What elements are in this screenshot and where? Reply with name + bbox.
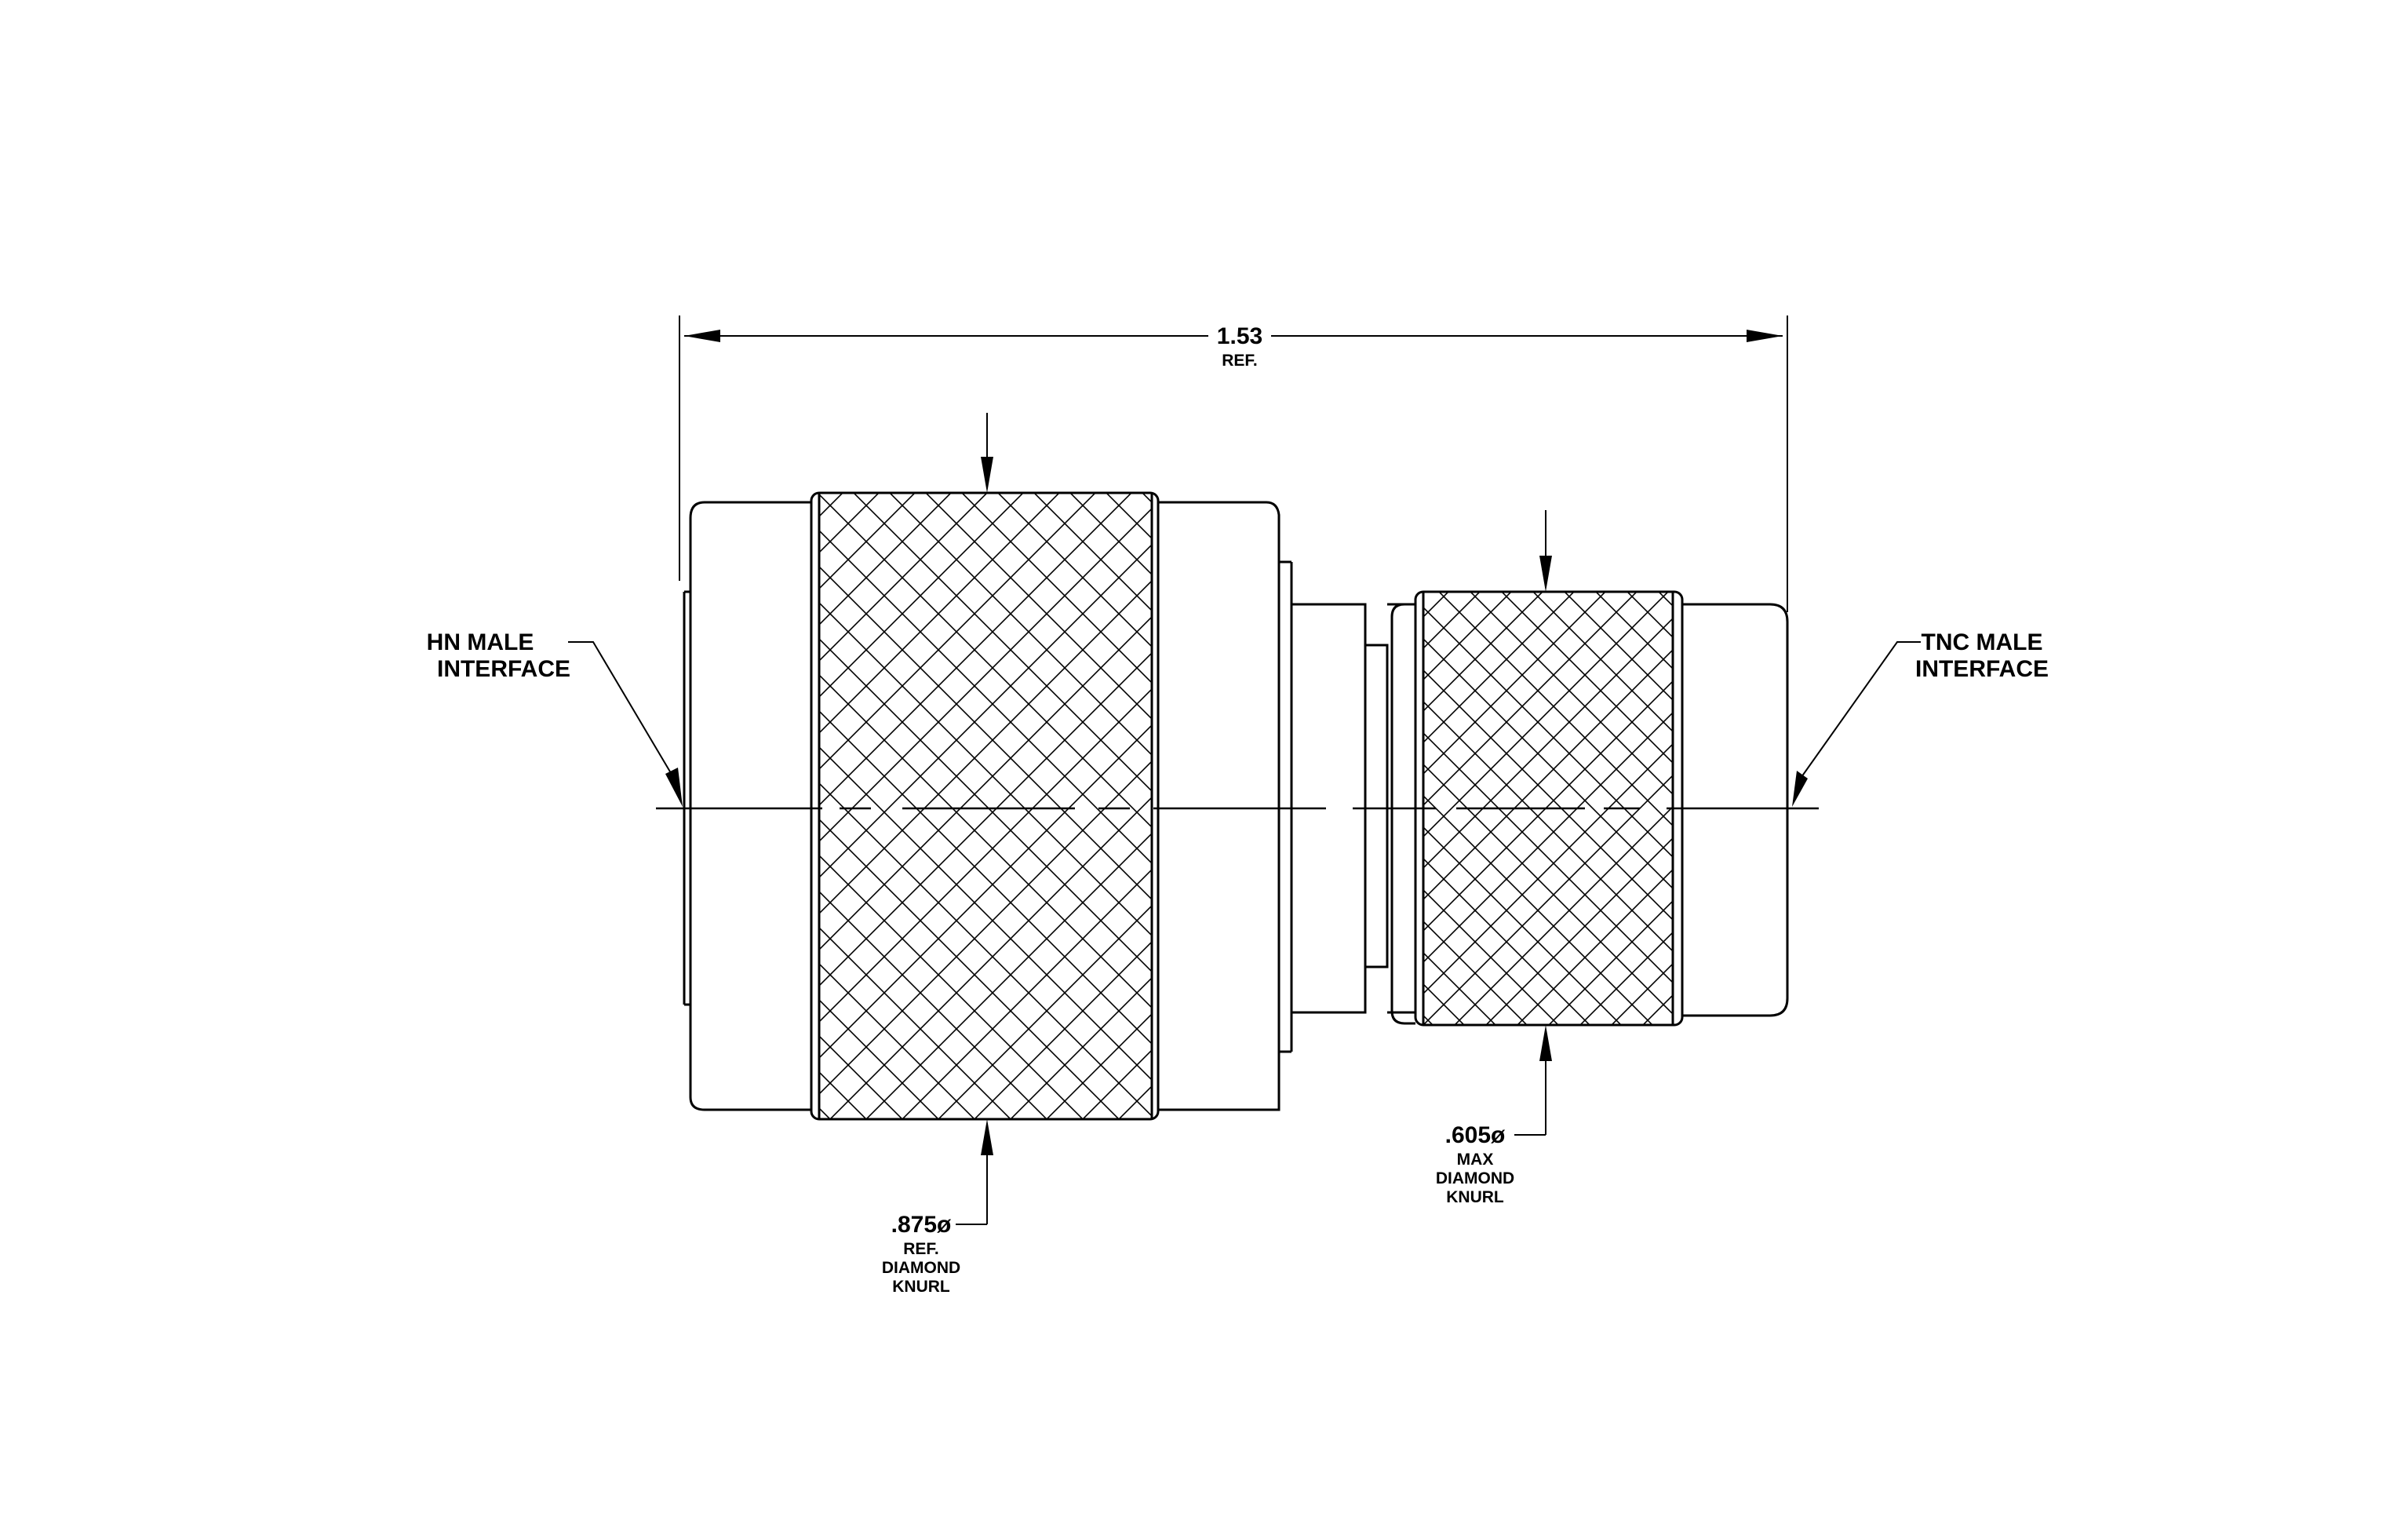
- hn-knurl-note-3: KNURL: [892, 1278, 950, 1296]
- hn-knurl-arrow-bottom: [981, 1119, 993, 1155]
- overall-length-note: REF.: [1222, 352, 1258, 370]
- tnc-knurl-note-1: MAX: [1457, 1151, 1494, 1169]
- tnc-callout-arrow: [1792, 771, 1808, 807]
- hn-callout-line2: INTERFACE: [437, 656, 570, 682]
- adapter-neck: [1279, 560, 1415, 1053]
- dim-arrow-left: [684, 330, 720, 342]
- tnc-knurl-arrow-bottom: [1539, 1025, 1552, 1061]
- overall-length-value: 1.53: [1217, 323, 1262, 349]
- tnc-callout-line2: INTERFACE: [1915, 656, 2049, 682]
- tnc-knurl-arrow-top: [1539, 556, 1552, 592]
- tnc-knurl-note-3: KNURL: [1446, 1188, 1504, 1206]
- tnc-callout-line1: TNC MALE: [1922, 629, 2043, 655]
- hn-callout-line1: HN MALE: [427, 629, 534, 655]
- dim-arrow-right: [1747, 330, 1783, 342]
- hn-interface-callout: HN MALE INTERFACE: [427, 629, 683, 807]
- hn-knurl-band: [819, 493, 1152, 1119]
- tnc-knurl-dimension: .605ø MAX DIAMOND KNURL: [1436, 510, 1552, 1206]
- tnc-knurl-value: .605ø: [1445, 1122, 1506, 1148]
- hn-callout-arrow: [665, 768, 683, 807]
- hn-body: [683, 491, 1281, 1121]
- hn-knurl-note-2: DIAMOND: [882, 1259, 960, 1277]
- hn-knurl-value: .875ø: [891, 1212, 952, 1238]
- tnc-knurl-note-2: DIAMOND: [1436, 1169, 1514, 1187]
- hn-knurl-dimension: .875ø REF. DIAMOND KNURL: [882, 413, 993, 1296]
- overall-length-dimension: 1.53 REF.: [679, 316, 1788, 612]
- hn-knurl-arrow-top: [981, 457, 993, 493]
- hn-knurl-note-1: REF.: [903, 1240, 939, 1258]
- tnc-interface-callout: TNC MALE INTERFACE: [1792, 629, 2049, 807]
